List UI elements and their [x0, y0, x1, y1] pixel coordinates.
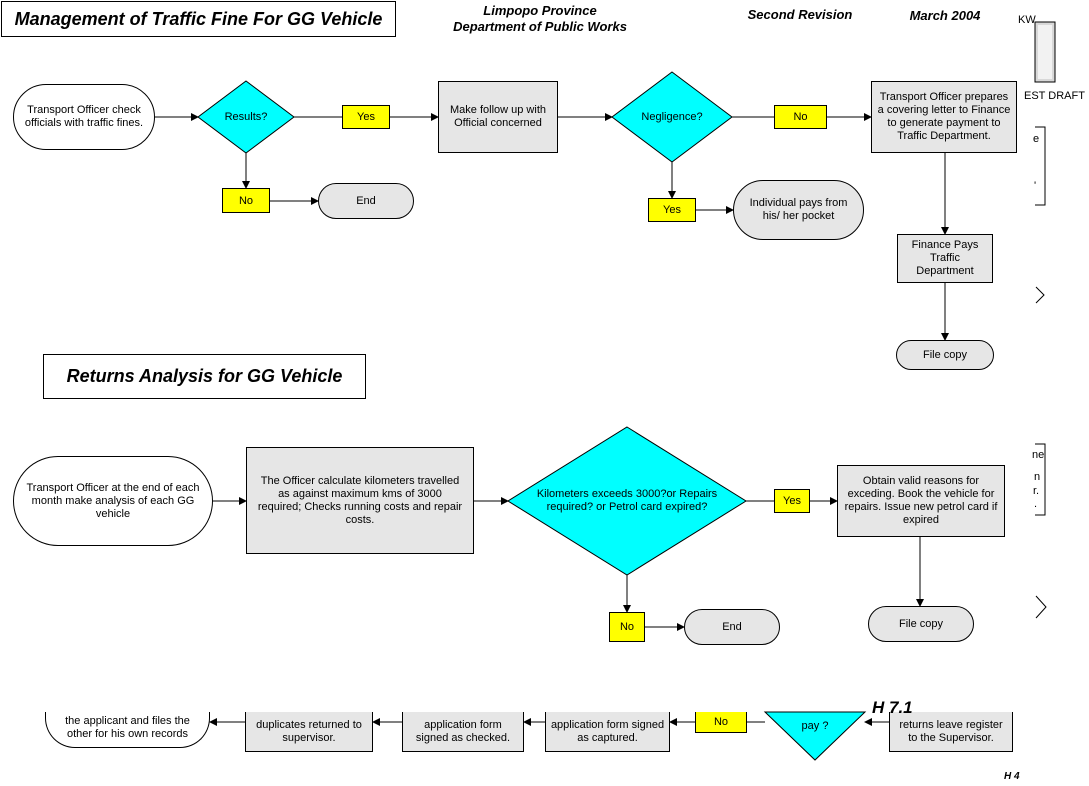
finance-pays-process: Finance Pays Traffic Department [897, 234, 993, 283]
section-code-h71: H 7.1 [872, 698, 913, 717]
traffic-fine-start: Transport Officer check officials with t… [13, 84, 155, 150]
negligence-label: Negligence? [641, 110, 703, 123]
checked-process: application form signed as checked. [402, 712, 524, 752]
file-copy-terminal-1: File copy [896, 340, 994, 370]
duplicates-process: duplicates returned to supervisor. [245, 712, 373, 752]
end-terminal-1: End [318, 183, 414, 219]
flow3-clip: the applicant and files the other for hi… [0, 712, 1089, 762]
fragment-chevron-2 [1035, 595, 1047, 619]
results-yes: Yes [342, 105, 390, 129]
follow-up-process: Make follow up with Official concerned [438, 81, 558, 153]
fragment-dot: ' [1034, 180, 1037, 192]
fragment-bracket-2 [1035, 443, 1046, 516]
negligence-no: No [774, 105, 827, 129]
fragment-bracket-1 [1035, 126, 1046, 206]
returns-start: Transport Officer at the end of each mon… [13, 456, 213, 546]
returns-analysis-title: Returns Analysis for GG Vehicle [43, 354, 366, 399]
date-label: March 2004 [909, 8, 981, 23]
covering-letter-process: Transport Officer prepares a covering le… [871, 81, 1017, 153]
page-code-h4: H 4 [1004, 771, 1020, 782]
pay-decision [763, 711, 867, 761]
leave-register-process: returns leave register to the Supervisor… [889, 712, 1013, 752]
exceed-yes: Yes [774, 489, 810, 513]
page-title: Management of Traffic Fine For GG Vehicl… [1, 1, 396, 37]
fragment-e: e [1033, 133, 1040, 145]
fragment-draft: EST DRAFT [1024, 90, 1085, 102]
results-no: No [222, 188, 270, 213]
fragment-kw: KW [1018, 14, 1036, 26]
fragment-d: . [1034, 498, 1038, 510]
pay-label: pay ? [801, 719, 829, 732]
fragment-ne: ne [1032, 449, 1045, 461]
file-copy-terminal-2: File copy [868, 606, 974, 642]
province-label: Limpopo Province [483, 3, 597, 18]
end-terminal-2: End [684, 609, 780, 645]
calculate-km-process: The Officer calculate kilometers travell… [246, 447, 474, 554]
negligence-yes: Yes [648, 198, 696, 222]
fragment-n: n [1034, 471, 1041, 483]
department-label: Department of Public Works [453, 19, 627, 34]
revision-label: Second Revision [747, 7, 853, 22]
exceed-no: No [609, 612, 645, 642]
results-label: Results? [224, 110, 268, 123]
pay-no: No [695, 712, 747, 733]
obtain-reasons-process: Obtain valid reasons for exceding. Book … [837, 465, 1005, 537]
records-terminal: the applicant and files the other for hi… [45, 712, 210, 748]
individual-pays-terminal: Individual pays from his/ her pocket [733, 180, 864, 240]
fragment-chevron-1 [1035, 286, 1045, 304]
exceed-label: Kilometers exceeds 3000?or Repairs requi… [536, 488, 718, 513]
captured-process: application form signed as captured. [545, 712, 670, 752]
fragment-r: r. [1033, 485, 1040, 497]
